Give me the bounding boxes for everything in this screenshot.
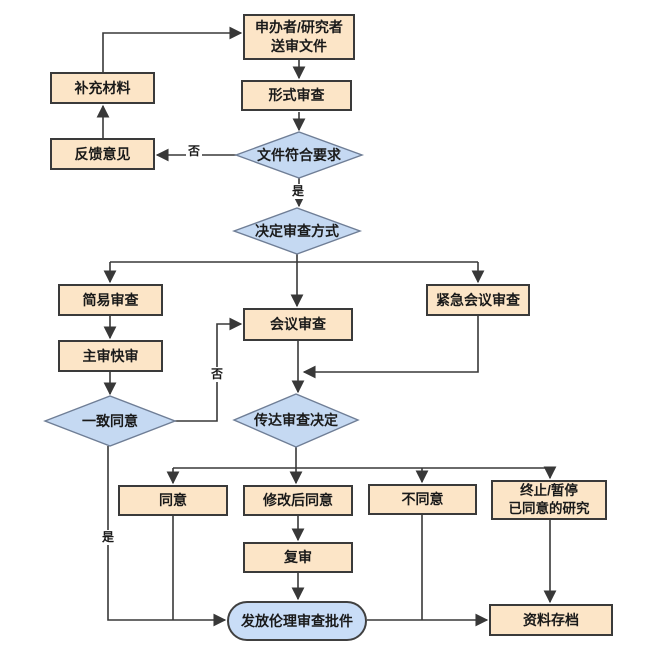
node-simple-review: 简易审查 xyxy=(58,284,163,316)
edge-label-no: 否 xyxy=(209,367,226,382)
edge-urgent-to-merge xyxy=(302,316,479,379)
diamond-documents-meet-requirements xyxy=(233,131,365,179)
diamond-convey-review-decision xyxy=(232,393,360,448)
node-meeting-review: 会议审查 xyxy=(243,308,353,341)
node-archive-materials: 资料存档 xyxy=(489,604,613,636)
edge-label-no: 否 xyxy=(186,144,203,159)
node-supplement-materials: 补充材料 xyxy=(50,72,155,104)
edge-label-yes: 是 xyxy=(290,184,307,199)
node-disagree: 不同意 xyxy=(368,484,477,515)
node-feedback-opinion: 反馈意见 xyxy=(50,138,155,170)
edge-supplement-to-submit xyxy=(102,26,243,72)
node-primary-reviewer-quick-review: 主审快审 xyxy=(58,340,163,372)
node-formal-review: 形式审查 xyxy=(241,80,352,111)
node-submit-documents: 申办者/研究者 送审文件 xyxy=(243,14,355,60)
edge-unanimous-yes-to-approval xyxy=(107,446,227,627)
diamond-unanimous-agreement xyxy=(43,395,177,447)
node-terminate-suspend-approved-research: 终止/暂停 已同意的研究 xyxy=(491,480,607,520)
diamond-determine-review-method xyxy=(231,207,363,255)
edge-unanimous-no-to-meeting xyxy=(175,317,243,422)
terminal-issue-ethics-approval: 发放伦理审查批件 xyxy=(227,601,367,641)
node-agree: 同意 xyxy=(118,485,228,516)
node-re-review: 复审 xyxy=(243,542,353,573)
edge-label-yes: 是 xyxy=(100,530,117,545)
node-agree-after-modification: 修改后同意 xyxy=(243,485,353,516)
node-urgent-meeting-review: 紧急会议审查 xyxy=(426,284,530,316)
